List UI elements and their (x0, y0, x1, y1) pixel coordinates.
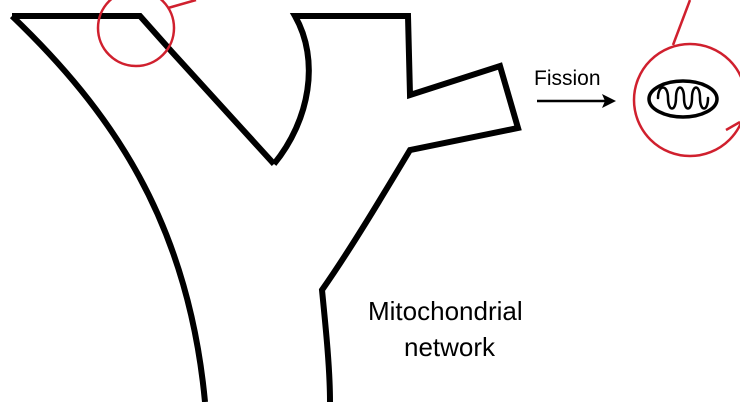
fission-label: Fission (534, 67, 601, 90)
right-arrow-icon (537, 94, 616, 108)
highlight-connector-left (168, 0, 196, 8)
highlight-connector-right (673, 0, 690, 45)
mitochondrion-icon (649, 81, 717, 117)
network-branch-left (12, 16, 274, 402)
highlight-circle-left (98, 0, 174, 66)
network-label-line2: network (404, 332, 496, 362)
network-label-line1: Mitochondrial (368, 296, 523, 326)
